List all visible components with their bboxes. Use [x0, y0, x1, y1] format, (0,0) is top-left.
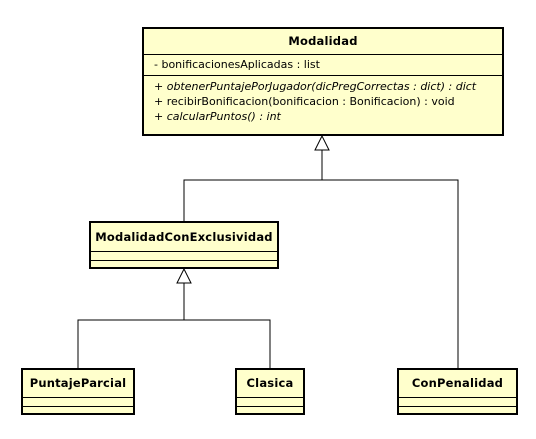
class-clasica: Clasica	[235, 368, 305, 415]
attributes-section	[91, 251, 277, 260]
methods-section	[23, 406, 133, 415]
generalization-arrow-modalidadconexclusividad	[176, 267, 192, 284]
methods-section	[399, 406, 516, 415]
edge-puntajeparcial-to-modalidadconexclusividad	[77, 283, 185, 368]
edge-clasica-to-modalidadconexclusividad	[184, 319, 271, 368]
method: + calcularPuntos() : int	[154, 110, 281, 123]
attribute: - bonificacionesAplicadas : list	[154, 58, 320, 71]
class-name: Modalidad	[288, 34, 358, 48]
methods-section	[91, 260, 277, 269]
attributes-section	[23, 397, 133, 406]
class-modalidadconexclusividad: ModalidadConExclusividad	[89, 221, 279, 269]
class-puntajeparcial: PuntajeParcial	[21, 368, 135, 415]
class-name: PuntajeParcial	[29, 376, 127, 390]
methods-section: + obtenerPuntajePorJugador(dicPregCorrec…	[144, 75, 502, 124]
class-name: Clasica	[246, 376, 294, 390]
class-name: ModalidadConExclusividad	[95, 230, 273, 244]
generalization-arrow-modalidad	[314, 134, 330, 151]
method: + obtenerPuntajePorJugador(dicPregCorrec…	[154, 80, 477, 93]
attributes-section: - bonificacionesAplicadas : list	[144, 54, 502, 75]
methods-section	[237, 406, 303, 415]
edge-conpenalidad-to-modalidad	[322, 179, 459, 368]
attributes-section	[399, 397, 516, 406]
class-modalidad: Modalidad - bonificacionesAplicadas : li…	[142, 27, 504, 136]
attributes-section	[237, 397, 303, 406]
edge-modalidadconexclusividad-to-modalidad	[183, 150, 323, 221]
class-conpenalidad: ConPenalidad	[397, 368, 518, 415]
class-name: ConPenalidad	[411, 376, 504, 390]
method: + recibirBonificacion(bonificacion : Bon…	[154, 95, 455, 108]
